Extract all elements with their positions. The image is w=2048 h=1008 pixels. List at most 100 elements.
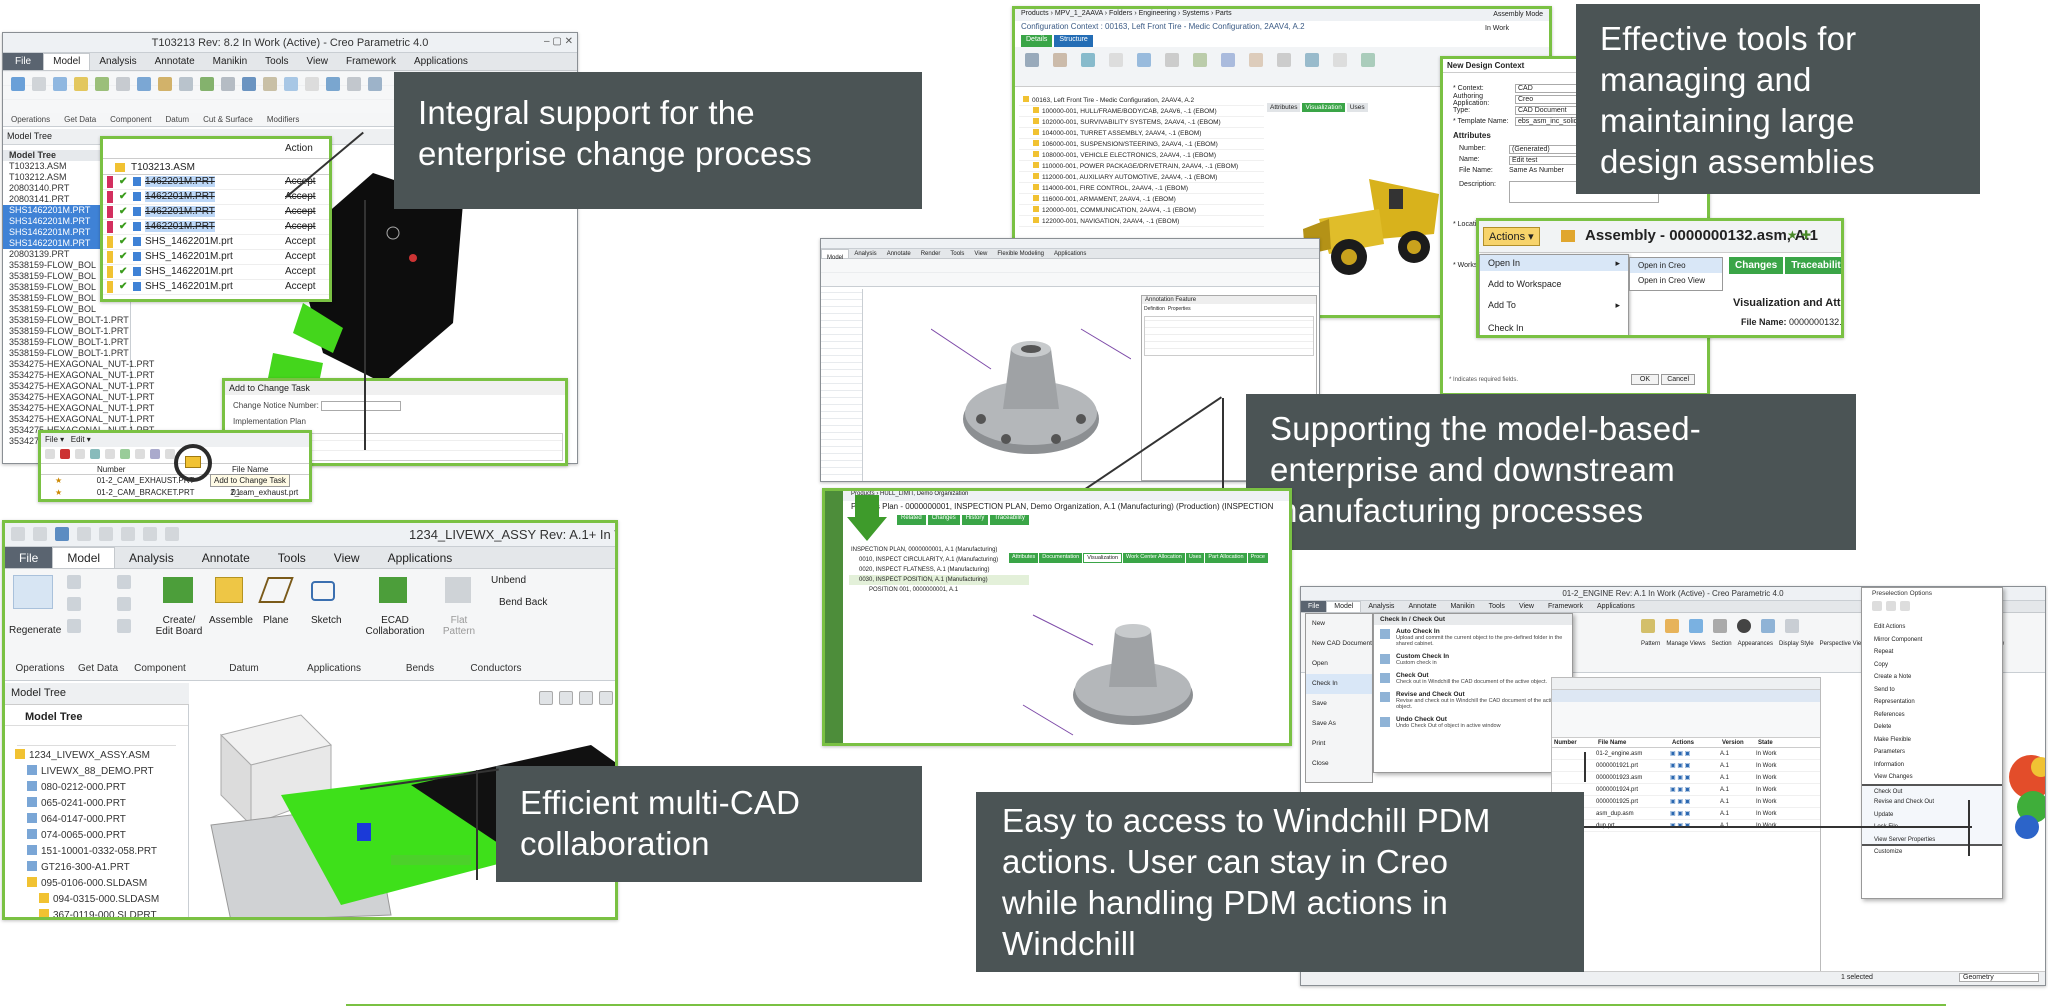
- tree-item[interactable]: T103213.ASM: [3, 161, 130, 172]
- tab-annotate[interactable]: Annotate: [1408, 603, 1437, 610]
- tree-item[interactable]: 151-10001-0332-058.PRT: [5, 844, 188, 860]
- part-action[interactable]: Accept: [285, 191, 316, 202]
- context-menu-item[interactable]: References: [1862, 709, 2002, 722]
- menu-open-in[interactable]: Open In ▸: [1480, 255, 1628, 271]
- tab-framework[interactable]: Framework: [1547, 603, 1583, 610]
- side-nav[interactable]: [825, 491, 843, 743]
- tab-changes[interactable]: Changes: [1729, 257, 1784, 274]
- plan-row[interactable]: POSITION 001, 0000000001, A.1: [849, 585, 1029, 595]
- board-icon[interactable]: [163, 577, 193, 603]
- tab-tools[interactable]: Tools: [1488, 603, 1505, 610]
- plane-button[interactable]: Plane: [263, 615, 289, 626]
- context-menu-item[interactable]: Parameters: [1862, 746, 2002, 759]
- tab-analysis[interactable]: Analysis: [129, 550, 174, 565]
- tree-item[interactable]: 3534275-HEXAGONAL_NUT-1.PRT: [3, 381, 154, 392]
- tab-file[interactable]: File: [1301, 601, 1327, 612]
- tab[interactable]: View: [974, 250, 988, 257]
- tab[interactable]: Render: [920, 250, 941, 257]
- quick-access-toolbar[interactable]: [11, 527, 179, 541]
- row-number[interactable]: 01-2_CAM_BRACKET.PRT: [96, 488, 195, 497]
- file-menu-item[interactable]: Open: [1306, 654, 1372, 674]
- context-menu-item[interactable]: Information: [1862, 759, 2002, 772]
- tab[interactable]: Uses: [1346, 103, 1368, 112]
- flange-part-render[interactable]: [1013, 595, 1243, 745]
- menu-add-workspace[interactable]: Add to Workspace: [1488, 279, 1562, 289]
- ribbon-group-label[interactable]: Operations: [11, 115, 51, 124]
- flange-part-render[interactable]: [931, 309, 1131, 469]
- tab[interactable]: Proce: [1247, 553, 1268, 563]
- ribbon-label[interactable]: Manage Views: [1666, 641, 1706, 647]
- context-menu-item[interactable]: Send to: [1862, 684, 2002, 697]
- tab[interactable]: Attributes: [1267, 103, 1301, 112]
- tab[interactable]: Traceability: [990, 515, 1029, 525]
- tab[interactable]: Changes: [927, 515, 960, 525]
- structure-row[interactable]: 100000-001, HULL/FRAME/BODY/CAB, 2AAV6, …: [1019, 106, 1264, 117]
- part-action[interactable]: Accept: [285, 206, 316, 217]
- tab-file[interactable]: File: [5, 547, 53, 568]
- small-tools[interactable]: [67, 575, 81, 633]
- cancel-button[interactable]: Cancel: [1661, 374, 1695, 385]
- create-board-button[interactable]: Create/ Edit Board: [155, 615, 203, 637]
- structure-row[interactable]: 120000-001, COMMUNICATION, 2AAV4, -.1 (E…: [1019, 205, 1264, 216]
- ribbon-group-label[interactable]: Operations: [15, 663, 65, 674]
- tree-item[interactable]: 3534275-HEXAGONAL_NUT-1.PRT: [3, 414, 154, 425]
- structure-row[interactable]: 106000-001, SUSPENSION/STEERING, 2AAV4, …: [1019, 139, 1264, 150]
- context-menu-item[interactable]: Delete: [1862, 721, 2002, 734]
- ribbon-label[interactable]: Perspective View: [1819, 641, 1866, 647]
- ecad-icon[interactable]: [379, 577, 407, 603]
- tree-item[interactable]: T103212.ASM: [3, 172, 130, 183]
- panel-toolbar[interactable]: [41, 447, 309, 463]
- plan-row[interactable]: 0020, INSPECT FLATNESS, A.1 (Manufacturi…: [849, 565, 1029, 575]
- tab-model[interactable]: Model: [43, 53, 91, 70]
- actions-icons[interactable]: ▣ ▣ ▣: [1670, 799, 1691, 805]
- structure-row[interactable]: 116000-001, ARMAMENT, 2AAV4, -.1 (EBOM): [1019, 194, 1264, 205]
- actions-icons[interactable]: ▣ ▣ ▣: [1670, 763, 1691, 769]
- tab-applications[interactable]: Applications: [387, 550, 453, 565]
- part-action[interactable]: Accept: [285, 236, 316, 247]
- structure-row[interactable]: 112000-001, AUXILIARY AUTOMOTIVE, 2AAV4,…: [1019, 172, 1264, 183]
- context-menu-item[interactable]: Copy: [1862, 659, 2002, 672]
- tab[interactable]: Details: [1021, 35, 1053, 47]
- structure-row[interactable]: 110000-001, POWER PACKAGE/DRIVETRAIN, 2A…: [1019, 161, 1264, 172]
- ribbon-group-label[interactable]: Get Data: [77, 663, 119, 674]
- tab-view[interactable]: View: [333, 550, 360, 565]
- structure-row[interactable]: 104000-001, TURRET ASSEMBLY, 2AAV4, -.1 …: [1019, 128, 1264, 139]
- tree-item[interactable]: 20803140.PRT: [3, 183, 130, 194]
- ribbon[interactable]: [821, 259, 1319, 287]
- context-menu-item[interactable]: View Changes: [1862, 771, 2002, 784]
- part-action[interactable]: Accept: [285, 176, 316, 187]
- context-toolbar[interactable]: [1862, 599, 2002, 621]
- tree-item[interactable]: 3534275-HEXAGONAL_NUT-1.PRT: [3, 370, 154, 381]
- tab[interactable]: Visualization: [1083, 553, 1123, 563]
- ribbon-group-label[interactable]: Get Data: [64, 115, 97, 124]
- ribbon-label[interactable]: Appearances: [1737, 641, 1773, 647]
- tree-item[interactable]: 3538159-FLOW_BOL: [3, 304, 130, 315]
- tab[interactable]: Model: [821, 249, 850, 261]
- tab[interactable]: Documentation: [1039, 553, 1083, 563]
- unbend-button[interactable]: Unbend: [491, 575, 527, 586]
- tree-item[interactable]: 367-0119-000.SLDPRT: [5, 908, 188, 917]
- file-name-checkbox[interactable]: Same As Number: [1509, 167, 1564, 174]
- regenerate-icon[interactable]: [13, 575, 53, 609]
- tab-file[interactable]: File: [3, 53, 44, 70]
- flat-pattern-button[interactable]: Flat Pattern: [442, 615, 476, 637]
- ribbon-group-label[interactable]: Component: [110, 115, 152, 124]
- structure-row[interactable]: 102000-001, SURVIVABILITY SYSTEMS, 2AAV4…: [1019, 117, 1264, 128]
- tree-item[interactable]: 064-0147-000.PRT: [5, 812, 188, 828]
- tree-item[interactable]: 1234_LIVEWX_ASSY.ASM: [5, 748, 188, 764]
- structure-row[interactable]: 122000-001, NAVIGATION, 2AAV4, -.1 (EBOM…: [1019, 216, 1264, 227]
- tree-item[interactable]: 3538159-FLOW_BOL: [3, 293, 130, 304]
- context-menu-item[interactable]: Repeat: [1862, 646, 2002, 659]
- file-menu-item[interactable]: Check In: [1306, 674, 1372, 694]
- tab-applications[interactable]: Applications: [1597, 603, 1635, 610]
- actions-icons[interactable]: ▣ ▣ ▣: [1670, 751, 1691, 757]
- part-action[interactable]: Accept: [285, 221, 316, 232]
- plan-row[interactable]: 0010, INSPECT CIRCULARITY, A.1 (Manufact…: [849, 555, 1029, 565]
- name-input[interactable]: Edit test: [1509, 156, 1579, 165]
- tree-item[interactable]: 3534275-HEXAGONAL_NUT-1.PRT: [3, 403, 154, 414]
- tab[interactable]: Analysis: [854, 250, 877, 257]
- file-menu-item[interactable]: Close: [1306, 754, 1372, 774]
